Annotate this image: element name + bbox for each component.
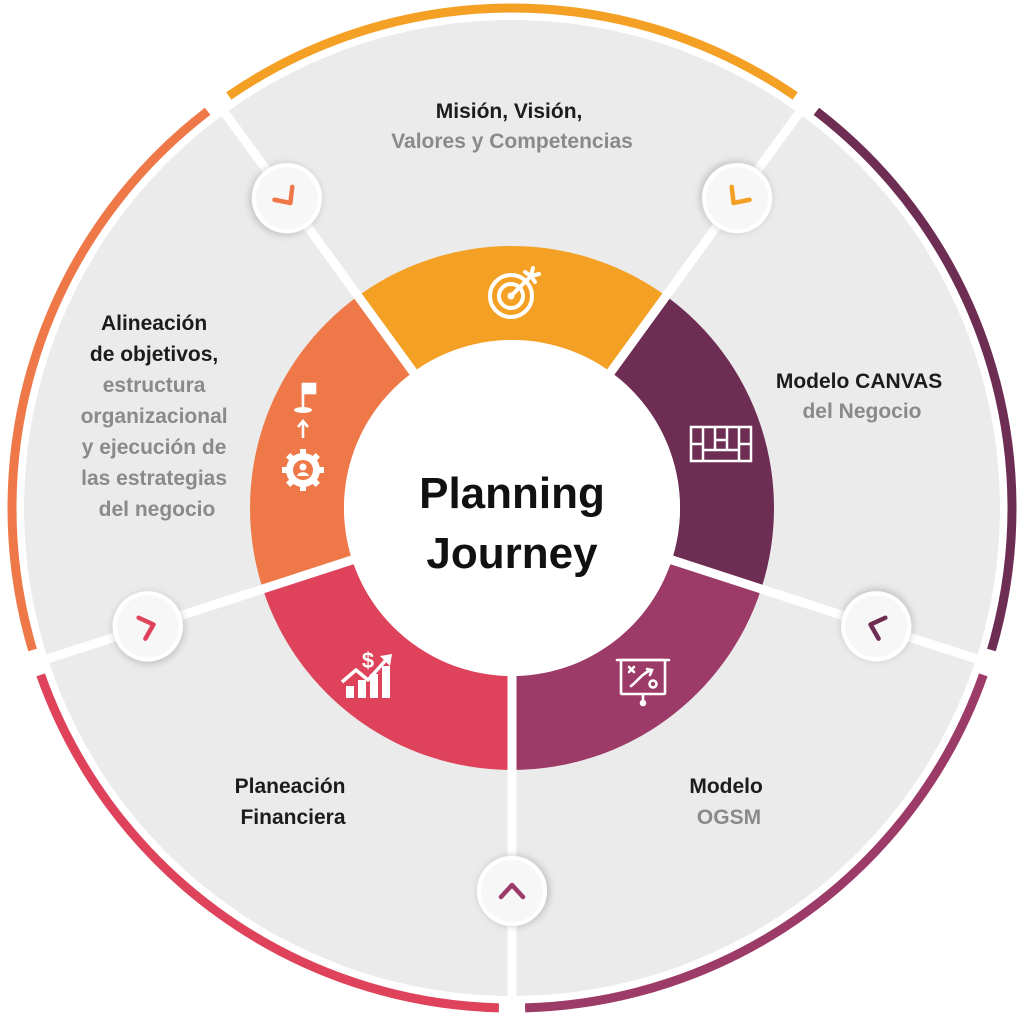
panel-alineacion [24,113,363,659]
ring-segment-alineacion [249,296,414,589]
outer-panels [24,19,1000,996]
panel-ogsm [512,586,977,996]
chevron-icon [112,591,183,662]
segment-labels: Misión, Visión, Valores y Competencias M… [81,100,948,829]
strategy-board-icon [615,658,671,707]
panel-canvas [661,113,1000,659]
inner-ring [249,245,774,770]
outer-rim [7,3,1017,1013]
svg-text:$: $ [362,648,374,673]
center-disc [344,340,680,676]
separator-alineacion [39,553,362,666]
separator-ogsm [662,553,985,666]
rim-arc-alineacion [7,107,211,652]
segment-separators [39,104,985,1003]
label-canvas: Modelo CANVAS del Negocio [776,370,948,423]
chevron-icon [477,856,547,926]
ring-segment-ogsm [512,559,762,770]
canvas-board-icon [689,425,753,463]
label-financiera: Planeación Financiera [235,775,352,829]
panel-financiera [47,586,512,996]
separator-mision [217,104,422,382]
chevron-icon [251,163,322,234]
financial-growth-icon: $ [340,648,392,698]
rim-arc-ogsm [524,673,988,1013]
separator-canvas [602,104,807,382]
rim-arc-mision [226,3,798,100]
chevron-icon [841,591,912,662]
rim-arc-financiera [36,673,500,1013]
ring-segment-financiera [262,559,512,770]
ring-segment-canvas [610,296,774,589]
label-ogsm: Modelo OGSM [689,775,768,829]
panel-mision [225,19,799,302]
rim-arc-canvas [813,107,1017,652]
center-title-line2: Journey [426,529,598,578]
chevron-markers [112,163,912,926]
target-icon [488,266,541,319]
chevron-icon [702,163,773,234]
label-mision: Misión, Visión, Valores y Competencias [391,100,633,153]
label-alineacion: Alineación de objetivos, estructura orga… [81,312,234,521]
center-title-line1: Planning [419,469,605,518]
